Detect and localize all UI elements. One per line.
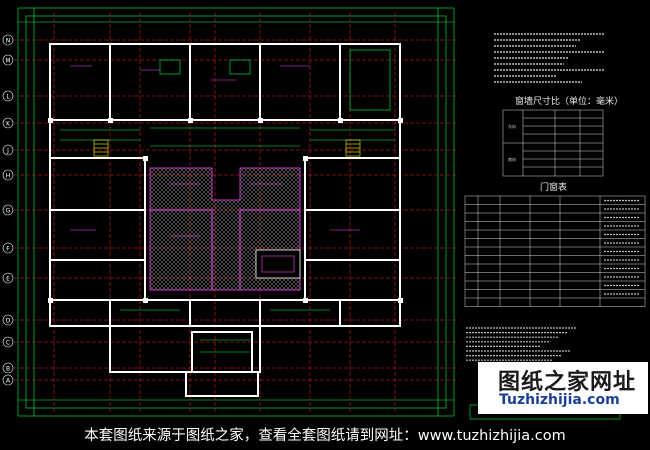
axis-label: K [6,121,11,128]
window-table-title: 窗墙尺寸比（单位：毫米） [515,95,623,107]
watermark-site-name: 图纸之家网址 [498,370,637,395]
axis-circle [2,272,14,284]
axis-label: D [6,318,11,325]
structural-columns [48,118,403,303]
axis-label: B [6,366,10,373]
axis-circle [2,169,14,181]
axis-circle [2,90,14,102]
annotation-marks [70,65,360,237]
axis-circle [2,242,14,254]
axis-circle [2,336,14,348]
axis-label: H [6,173,11,180]
room-details [60,49,395,353]
watermark-logo-panel [478,362,648,414]
axis-label: J [6,148,9,155]
axis-circle [2,314,14,326]
axis-label: N [6,38,11,45]
axis-circle [2,362,14,374]
source-caption: 本套图纸来源于图纸之家，查看全套图纸请到网址：www.tuzhizhijia.c… [84,428,566,444]
axis-label: L [6,94,10,101]
courtyard-hatch [149,167,301,291]
window-table-col-east: 东向 [508,123,516,129]
axis-circle [2,144,14,156]
watermark-domain: Tuzhizhijia.com [499,392,620,408]
axis-circle [2,204,14,216]
axis-circle [2,374,14,386]
axis-markers: N M L K J H G F E D C BA [2,34,14,386]
stairs [93,139,361,157]
door-schedule-title: 门窗表 [540,181,567,193]
schedule-frame [464,195,646,307]
dimension-frame [17,7,455,417]
axis-circle [2,34,14,46]
design-notes [489,27,611,89]
axis-circle [2,54,14,66]
axis-label: G [6,208,11,215]
window-table-col-south: 南向 [508,156,516,162]
axis-label: C [6,340,10,347]
axis-label: F [6,246,10,253]
door-schedule: 门窗表 [464,181,646,307]
axis-label: A [6,378,11,385]
axis-label: M [5,58,10,65]
axis-circle [2,117,14,129]
construction-notes [466,327,576,361]
axis-label: E [6,276,10,283]
window-ratio-table: 窗墙尺寸比（单位：毫米） 东向 南向 [502,95,623,177]
